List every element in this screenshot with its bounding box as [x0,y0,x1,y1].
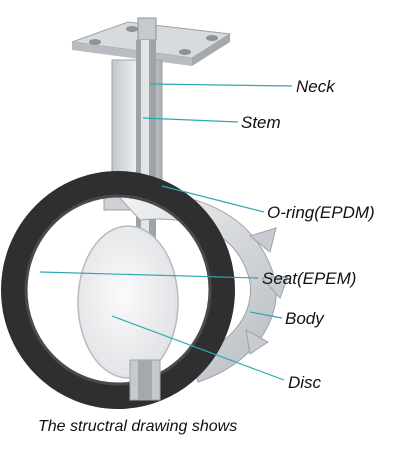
label-stem: Stem [241,113,281,132]
label-body: Body [285,309,324,328]
leader-line-oring [161,185,265,213]
leader-line-neck [149,83,293,87]
leader-line-stem [142,117,239,123]
leader-line-seat [39,271,259,279]
label-neck: Neck [296,77,335,96]
figure-caption: The structral drawing shows [38,418,238,435]
label-disc: Disc [288,373,322,392]
label-seat: Seat(EPEM) [262,269,357,288]
label-oring: O-ring(EPDM) [267,203,375,222]
body-part [116,193,289,383]
leader-line-disc [111,315,285,381]
leader-lines [39,83,293,381]
disc-part [77,225,179,379]
seat-part [1,171,235,409]
bottom-bearing [129,359,161,401]
leader-line-body [249,311,283,319]
